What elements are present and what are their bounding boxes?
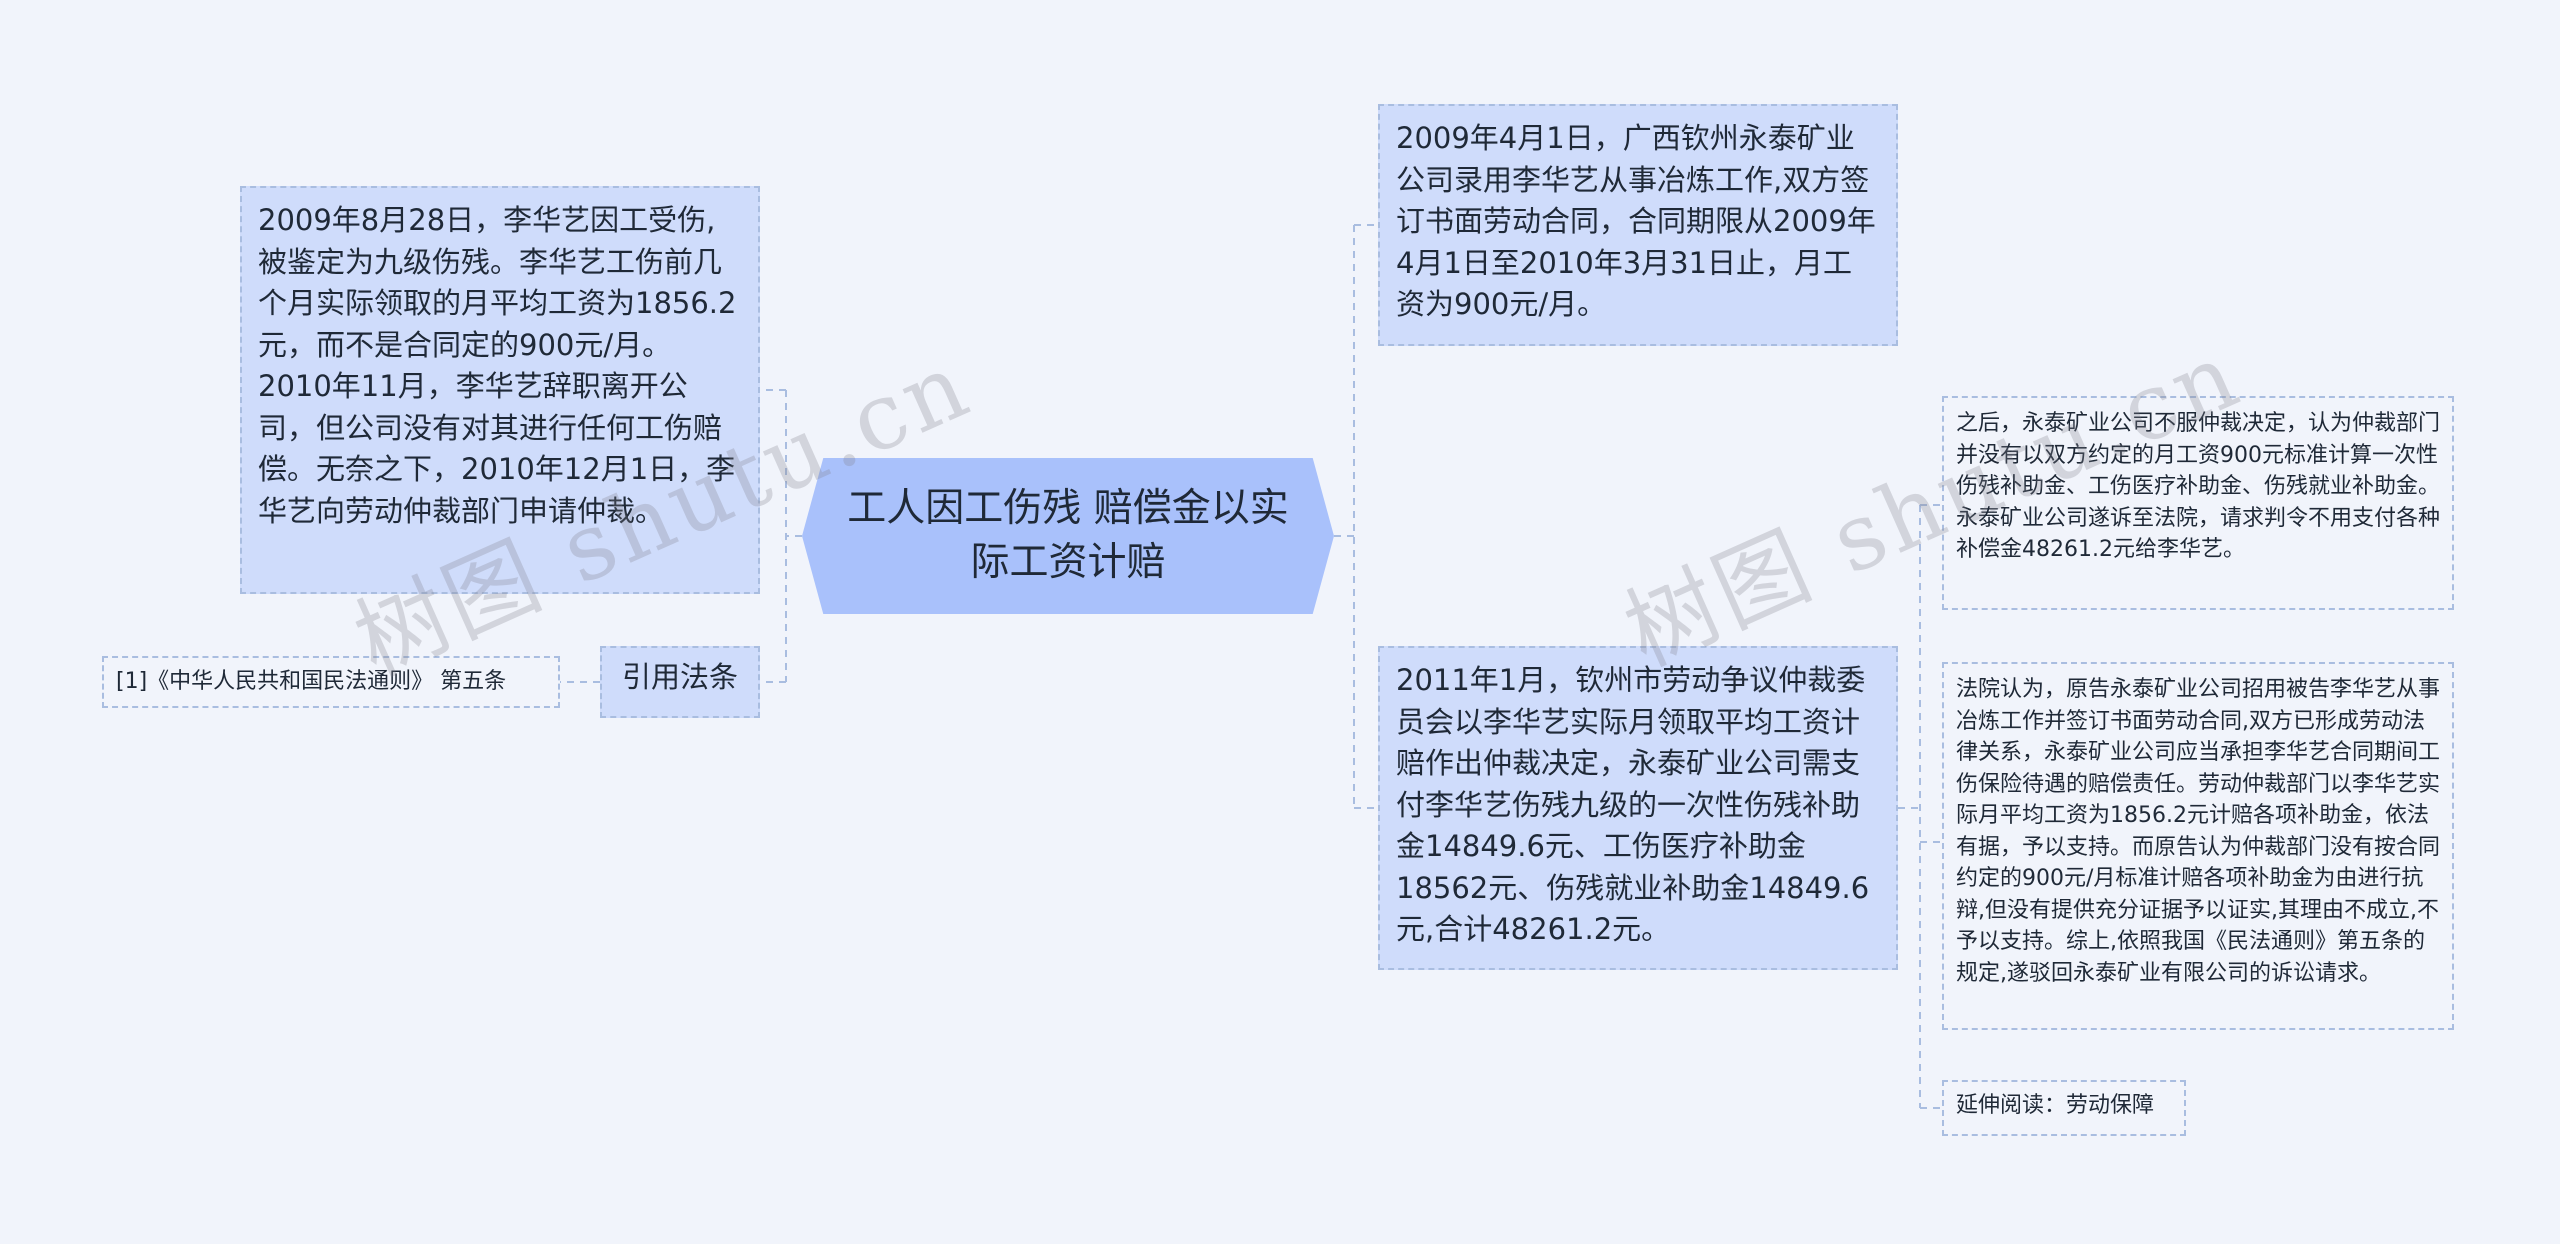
court-ruling-note-text: 法院认为，原告永泰矿业公司招用被告李华艺从事冶炼工作并签订书面劳动合同,双方已形… (1956, 677, 2441, 986)
central-topic[interactable]: 工人因工伤残 赔偿金以实际工资计赔 (802, 458, 1334, 614)
fact-note-text: 2009年8月28日，李华艺因工受伤,被鉴定为九级伤残。李华艺工伤前几个月实际领… (258, 203, 737, 528)
law-citation-item-text: [1]《中华人民共和国民法通则》 第五条 (116, 669, 507, 694)
law-citation-label: 引用法条 (621, 660, 738, 694)
extend-reading-text: 延伸阅读：劳动保障 (1956, 1093, 2155, 1118)
central-topic-text: 工人因工伤残 赔偿金以实际工资计赔 (847, 486, 1289, 585)
contract-note-text: 2009年4月1日，广西钦州永泰矿业公司录用李华艺从事冶炼工作,双方签订书面劳动… (1396, 121, 1876, 321)
extend-reading-link[interactable]: 延伸阅读：劳动保障 (1942, 1080, 2186, 1136)
arbitration-note[interactable]: 2011年1月，钦州市劳动争议仲裁委员会以李华艺实际月领取平均工资计赔作出仲裁决… (1378, 646, 1898, 970)
law-citation-topic[interactable]: 引用法条 (600, 646, 760, 718)
arbitration-note-text: 2011年1月，钦州市劳动争议仲裁委员会以李华艺实际月领取平均工资计赔作出仲裁决… (1396, 663, 1870, 946)
lawsuit-note[interactable]: 之后，永泰矿业公司不服仲裁决定，认为仲裁部门并没有以双方约定的月工资900元标准… (1942, 396, 2454, 610)
law-citation-item[interactable]: [1]《中华人民共和国民法通则》 第五条 (102, 656, 560, 708)
court-ruling-note[interactable]: 法院认为，原告永泰矿业公司招用被告李华艺从事冶炼工作并签订书面劳动合同,双方已形… (1942, 662, 2454, 1030)
lawsuit-note-text: 之后，永泰矿业公司不服仲裁决定，认为仲裁部门并没有以双方约定的月工资900元标准… (1956, 411, 2441, 562)
fact-note[interactable]: 2009年8月28日，李华艺因工受伤,被鉴定为九级伤残。李华艺工伤前几个月实际领… (240, 186, 760, 594)
contract-note[interactable]: 2009年4月1日，广西钦州永泰矿业公司录用李华艺从事冶炼工作,双方签订书面劳动… (1378, 104, 1898, 346)
